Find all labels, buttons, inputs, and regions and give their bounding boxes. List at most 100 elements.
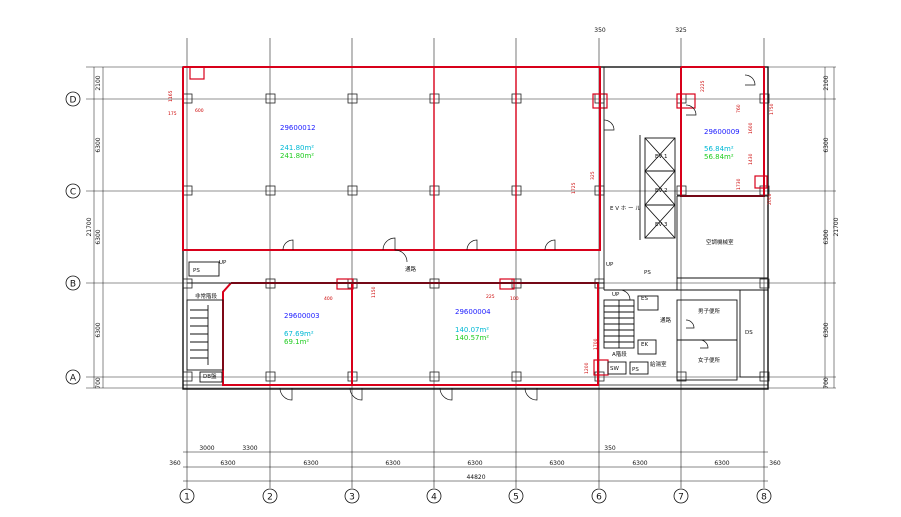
dim-label: 350 — [594, 27, 606, 34]
room-ev1: EV 1 — [655, 154, 668, 160]
row-bubbles — [65, 91, 81, 385]
dim-total: 21700 — [86, 217, 93, 236]
unit-29600012-area-b: 241.80m² — [280, 152, 314, 160]
unit-29600004-area-a: 140.07m² — [455, 326, 489, 334]
column-label: 4 — [431, 493, 437, 503]
column — [182, 278, 193, 289]
dim-label: 3000 — [199, 445, 214, 452]
small-red-box — [336, 278, 354, 290]
red-dim: 600 — [195, 108, 204, 114]
column — [759, 278, 770, 289]
unit-29600003-area-b: 69.1m² — [284, 338, 309, 346]
column — [347, 185, 358, 196]
room-ds: DS — [745, 330, 753, 336]
door-arc — [524, 387, 538, 401]
red-dim: 1750 — [769, 103, 775, 115]
room-box — [637, 339, 657, 355]
dim-label: 6300 — [220, 460, 235, 467]
row-bubble-labels: D C B A — [70, 96, 77, 384]
unit-29600012-boundary — [182, 66, 601, 251]
room-ev2: EV 2 — [655, 188, 668, 194]
unit-29600009-id: 29600009 — [704, 128, 740, 136]
top-dimension-labels: 350 325 — [594, 27, 687, 34]
red-dim: 1600 — [748, 122, 754, 134]
door-arc — [699, 339, 709, 349]
unit-labels: 29600012 241.80m² 241.80m² 29600009 56.8… — [280, 124, 740, 346]
room-es: ES — [641, 296, 648, 302]
column — [511, 371, 522, 382]
column-bubble — [344, 488, 360, 504]
row-label: C — [70, 188, 76, 198]
room-ps-2: PS — [632, 367, 639, 373]
row-label: B — [70, 280, 76, 290]
unit-29600012-id: 29600012 — [280, 124, 316, 132]
dim-label: 700 — [95, 377, 102, 389]
column-bubble — [508, 488, 524, 504]
unit-29600012-area-a: 241.80m² — [280, 144, 314, 152]
column — [182, 371, 193, 382]
dim-label: 6300 — [823, 322, 830, 337]
column-bubbles — [179, 488, 772, 504]
column-label: 2 — [267, 493, 273, 503]
right-dimensions — [824, 67, 835, 388]
room-emergency-stair: 非常階段 — [195, 292, 218, 300]
red-dim: 2225 — [700, 80, 706, 92]
ds-shaft — [739, 289, 765, 378]
door-arc — [544, 239, 556, 251]
column-bubble — [756, 488, 772, 504]
dim-label: 360 — [169, 460, 181, 467]
dim-label: 6300 — [823, 229, 830, 244]
door-arc — [619, 289, 631, 301]
dim-label: 6300 — [303, 460, 318, 467]
door-swings — [279, 74, 756, 401]
dim-label: 3300 — [242, 445, 257, 452]
row-label: A — [70, 374, 77, 384]
door-arc — [603, 119, 615, 131]
left-dimensions — [93, 67, 104, 388]
red-dim: 100 — [510, 296, 519, 302]
room-kitchenette: 給湯室 — [650, 360, 667, 368]
row-bubble — [65, 183, 81, 199]
room-mens: 男子便所 — [698, 307, 721, 315]
core-walls — [186, 67, 768, 383]
dim-label: 325 — [675, 27, 687, 34]
door-arc — [466, 239, 478, 251]
room-db: DB盤 — [203, 372, 217, 380]
red-dim: 2000 — [767, 193, 773, 205]
room-ps: PS — [193, 268, 200, 274]
red-dim: 1730 — [736, 178, 742, 190]
door-arc — [439, 387, 453, 401]
door-arc — [282, 239, 294, 251]
room-ev-hall: E V ホ ー ル — [610, 205, 641, 212]
small-red-box — [189, 66, 205, 80]
door-arc — [685, 104, 697, 116]
door-arc — [744, 74, 756, 86]
column-label: 1 — [184, 493, 190, 503]
red-dim: 1725 — [571, 182, 577, 194]
room-up-2: UP — [606, 262, 614, 268]
dim-label: 2100 — [95, 75, 102, 90]
red-dim: 1200 — [584, 362, 590, 374]
column-label: 6 — [596, 493, 602, 503]
red-dim: 1165 — [168, 90, 174, 102]
column-label: 7 — [678, 493, 684, 503]
unit-29600003-area-a: 67.69m² — [284, 330, 314, 338]
unit-29600004-id: 29600004 — [455, 308, 491, 316]
column — [759, 371, 770, 382]
red-dim: 760 — [736, 104, 742, 113]
small-red-box — [592, 93, 608, 109]
red-dim: 325 — [590, 171, 596, 180]
column-bubble — [673, 488, 689, 504]
column-bubble — [179, 488, 195, 504]
room-ev3: EV 3 — [655, 222, 668, 228]
dim-label: 6300 — [632, 460, 647, 467]
room-ek: EK — [641, 342, 648, 348]
left-dimension-labels: 2100 6300 6300 6300 700 21700 — [86, 75, 102, 389]
column-label: 8 — [761, 493, 767, 503]
column-label: 3 — [349, 493, 355, 503]
small-red-box — [676, 93, 696, 109]
column — [265, 93, 276, 104]
room-up-1: UP — [219, 260, 227, 266]
